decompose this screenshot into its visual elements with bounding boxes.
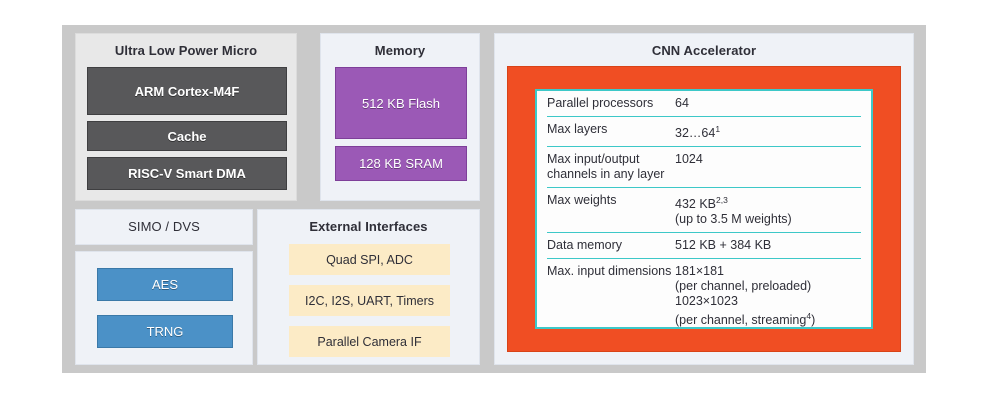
panel-memory: Memory 512 KB Flash 128 KB SRAM <box>320 33 480 201</box>
block-i2c-i2s-uart-timers: I2C, I2S, UART, Timers <box>289 285 450 316</box>
spec-value: 64 <box>675 96 689 110</box>
block-aes: AES <box>97 268 233 301</box>
panel-external-interfaces: External Interfaces Quad SPI, ADC I2C, I… <box>257 209 480 365</box>
spec-label: Parallel processors <box>547 96 654 110</box>
block-sram-memory: 128 KB SRAM <box>335 146 467 181</box>
cnn-spec-table: Parallel processors 64 Max layers 32…641… <box>535 89 873 329</box>
cnn-accelerator-core: Parallel processors 64 Max layers 32…641… <box>507 66 901 352</box>
spec-value-text: 181×181 (per channel, preloaded) 1023×10… <box>675 264 812 328</box>
table-row: Max. input dimensions 181×181 (per chann… <box>547 259 861 333</box>
block-arm-cortex-m4f: ARM Cortex-M4F <box>87 67 287 115</box>
spec-footnote-marker: 1 <box>715 124 721 134</box>
panel-ultra-low-power-micro: Ultra Low Power Micro ARM Cortex-M4F Cac… <box>75 33 297 201</box>
panel-simo-dvs: SIMO / DVS <box>75 209 253 245</box>
spec-footnote-marker: 2,3 <box>716 195 728 206</box>
spec-value-text: 32…64 <box>675 126 716 141</box>
panel-cnn-accelerator: CNN Accelerator Parallel processors 64 M… <box>494 33 914 365</box>
block-quad-spi-adc: Quad SPI, ADC <box>289 244 450 275</box>
panel-title-cnn-accelerator: CNN Accelerator <box>651 43 757 58</box>
spec-value: 181×181 (per channel, preloaded) 1023×10… <box>675 264 861 328</box>
panel-title-simo-dvs: SIMO / DVS <box>128 219 200 234</box>
table-row: Parallel processors 64 <box>547 91 861 117</box>
block-cache: Cache <box>87 121 287 151</box>
spec-label: Max. input dimensions <box>547 264 672 279</box>
spec-value: 32…641 <box>675 122 861 141</box>
spec-footnote-marker: 4 <box>806 311 812 322</box>
table-row: Data memory 512 KB + 384 KB <box>547 233 861 260</box>
spec-value: 1024 <box>675 152 703 167</box>
spec-label: Data memory <box>547 238 623 253</box>
spec-value-note: (up to 3.5 M weights) <box>675 212 792 227</box>
spec-label: Max input/output channels in any layer <box>547 152 665 182</box>
spec-label: Max layers <box>547 122 608 136</box>
spec-label: Max weights <box>547 193 617 208</box>
panel-title-ultra-low-power-micro: Ultra Low Power Micro <box>114 43 258 58</box>
block-trng: TRNG <box>97 315 233 348</box>
block-risc-v-smart-dma: RISC-V Smart DMA <box>87 157 287 190</box>
spec-value-tail: ) <box>811 313 816 328</box>
block-flash-memory: 512 KB Flash <box>335 67 467 139</box>
panel-security: AES TRNG <box>75 251 253 365</box>
chip-block-diagram-frame: Ultra Low Power Micro ARM Cortex-M4F Cac… <box>62 25 926 373</box>
spec-value: 512 KB + 384 KB <box>675 238 772 253</box>
table-row: Max input/output channels in any layer 1… <box>547 147 861 189</box>
block-parallel-camera-if: Parallel Camera IF <box>289 326 450 357</box>
table-row: Max layers 32…641 <box>547 117 861 148</box>
spec-value: 432 KB2,3 (up to 3.5 M weights) <box>675 193 861 227</box>
table-row: Max weights 432 KB2,3 (up to 3.5 M weight… <box>547 188 861 234</box>
panel-title-memory: Memory <box>374 43 426 58</box>
panel-title-external-interfaces: External Interfaces <box>309 219 428 234</box>
spec-value-text: 432 KB <box>675 197 717 212</box>
